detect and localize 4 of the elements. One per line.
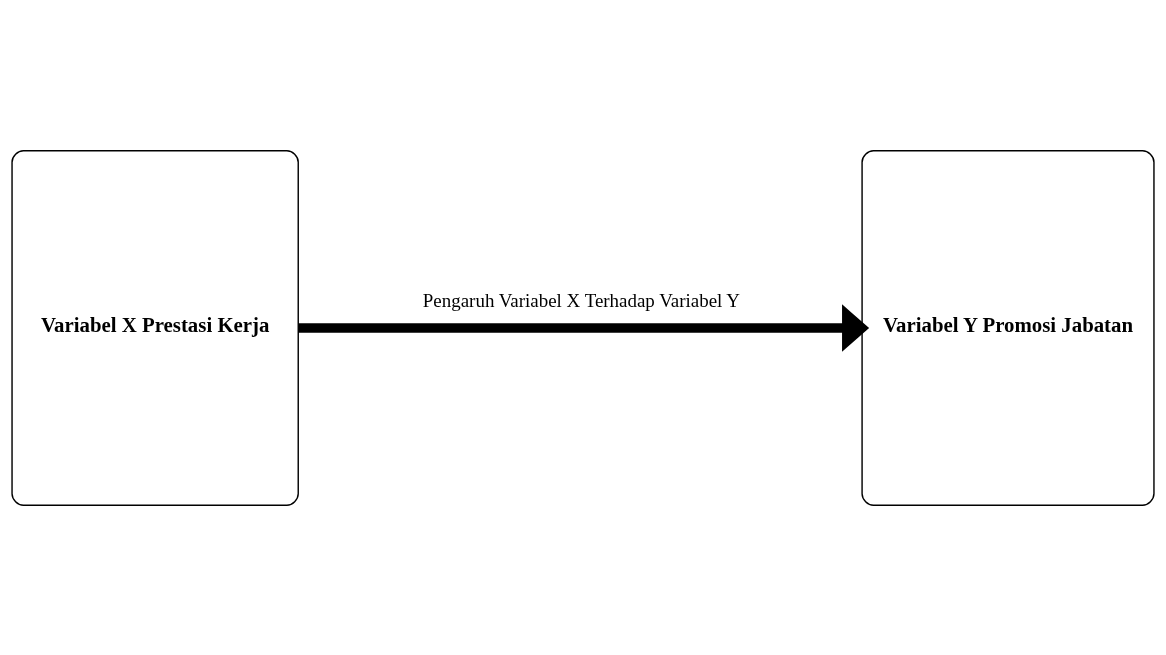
arrow (298, 303, 870, 352)
node-box: Variabel X Prestasi Kerja (11, 149, 299, 506)
edge-label: Pengaruh Variabel X Terhadap Variabel Y (422, 289, 741, 311)
node-box: Variabel Y Promosi Jabatan (861, 149, 1155, 506)
